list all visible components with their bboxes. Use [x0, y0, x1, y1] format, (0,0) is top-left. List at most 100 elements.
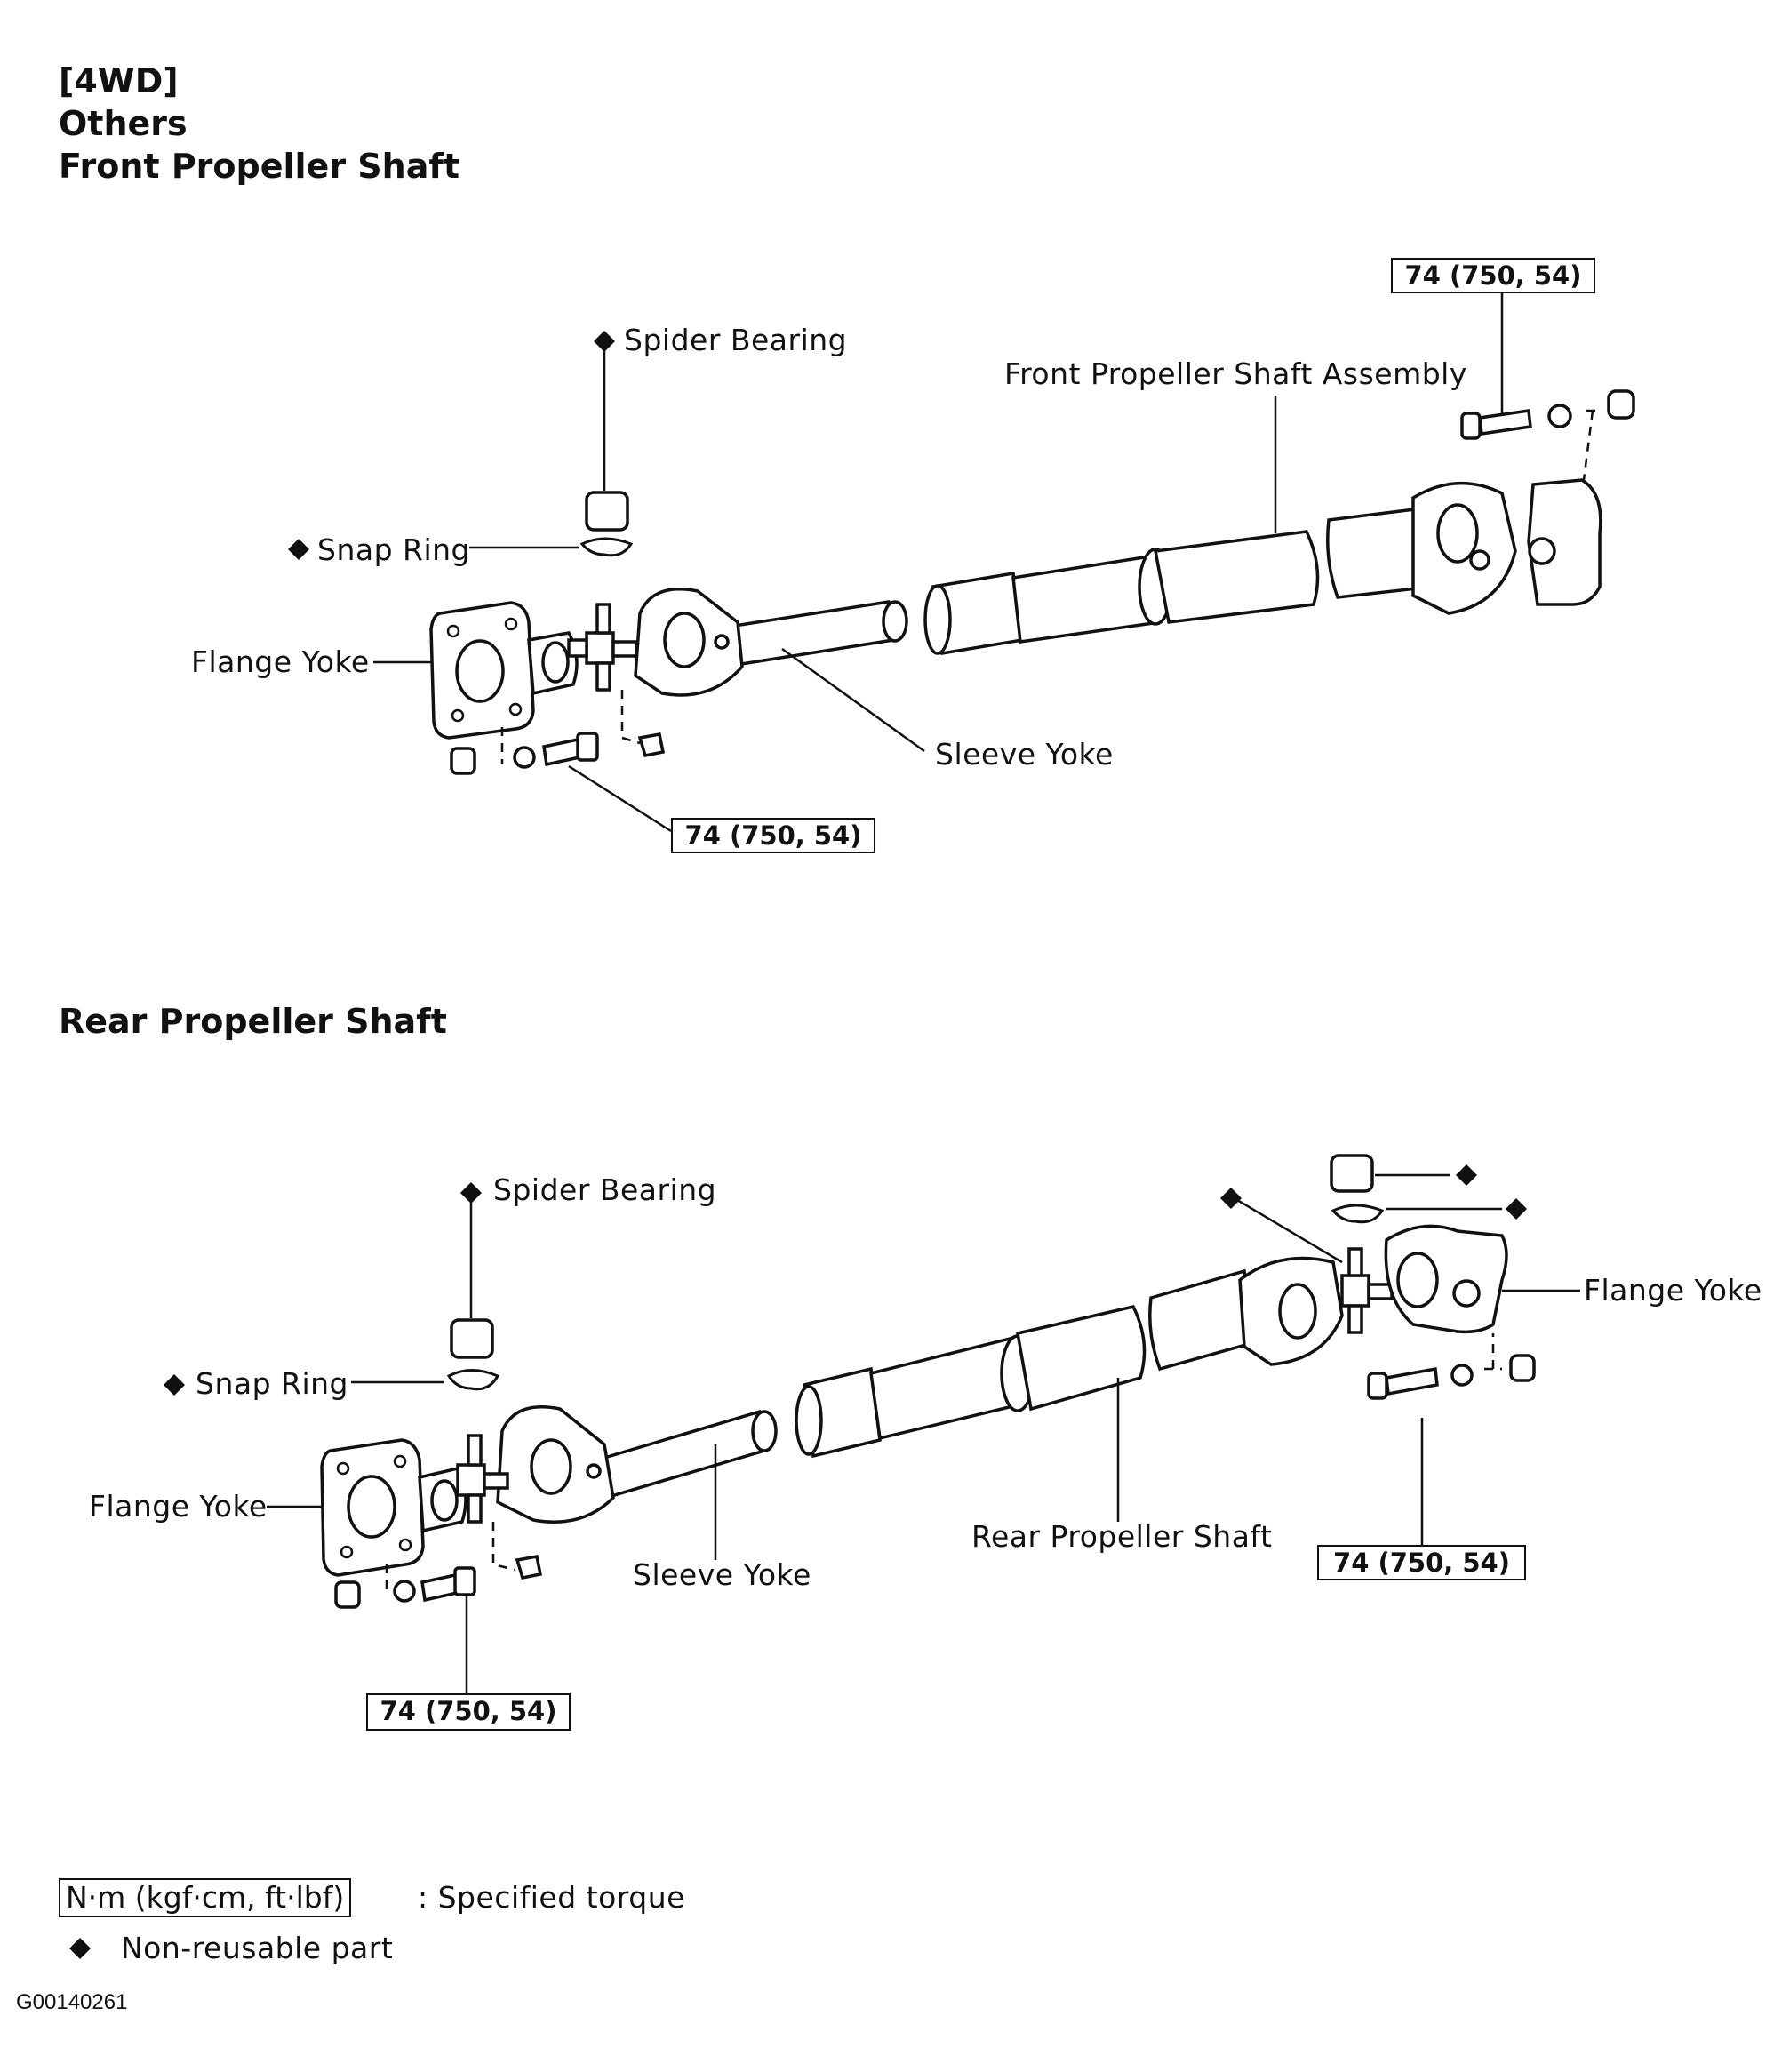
front-rear-yoke-eye: [1436, 503, 1479, 564]
front-right-flange-yoke: [1527, 478, 1602, 606]
front-snap-ring-part: [579, 537, 634, 557]
rear-sleeve-yoke-end: [751, 1410, 778, 1452]
rear-shaft-label: Rear Propeller Shaft: [971, 1519, 1273, 1554]
front-top-washer: [1547, 404, 1572, 428]
front-spider-arm-left: [567, 638, 588, 658]
front-sleeve-yoke-eye: [663, 612, 706, 668]
rear-right-spider-diamond-icon: [1220, 1188, 1242, 1209]
front-bolt-head: [576, 732, 599, 762]
rear-sleeve-yoke-eye: [530, 1438, 572, 1495]
front-sleeve-yoke-end: [882, 600, 908, 643]
rear-snap-ring-diamond-icon: [164, 1374, 185, 1396]
rear-shaft-tube: [869, 1335, 1022, 1441]
rear-spider-center: [456, 1463, 486, 1497]
front-snap-ring-label: Snap Ring: [317, 532, 470, 567]
rear-front-yoke-eye: [1278, 1283, 1317, 1340]
rear-shaft-main: [1015, 1304, 1147, 1412]
rear-grease-nipple: [515, 1554, 543, 1580]
front-flange-bolt-hole: [508, 702, 523, 716]
rear-right-spider-center: [1340, 1274, 1370, 1308]
front-grease-nipple: [637, 732, 666, 758]
rear-grease-fitting: [586, 1463, 602, 1479]
front-top-bolt-head: [1460, 412, 1482, 440]
front-nut: [450, 747, 476, 775]
front-flange-bolt-hole: [504, 617, 518, 631]
rear-spider-arm-top: [467, 1434, 483, 1467]
front-shaft-tube: [1011, 553, 1162, 644]
front-top-nut: [1607, 389, 1635, 420]
rear-right-flange-yoke-eye: [1396, 1252, 1439, 1308]
rear-bolt-head: [453, 1566, 476, 1596]
rear-right-spider-arm-top: [1347, 1247, 1363, 1277]
legend-torque-unit-box: N·m (kgf·cm, ft·lbf): [59, 1878, 352, 1917]
front-shaft-assembly-label: Front Propeller Shaft Assembly: [1004, 356, 1467, 391]
front-flange-bolt-hole: [451, 708, 465, 723]
front-spider-arm-bottom: [595, 661, 611, 692]
rear-right-spider-bearing-part: [1330, 1154, 1374, 1193]
rear-spider-bearing-label: Spider Bearing: [493, 1172, 717, 1207]
rear-flange-bolt-hole: [336, 1461, 350, 1476]
rear-right-spider-arm-bottom: [1347, 1304, 1363, 1334]
rear-left-torque-box: 74 (750, 54): [366, 1693, 571, 1731]
front-bottom-torque-box: 74 (750, 54): [671, 818, 875, 853]
rear-flange-yoke-left-label: Flange Yoke: [89, 1489, 268, 1524]
rear-right-snap-ring-part: [1331, 1204, 1385, 1224]
rear-washer: [393, 1580, 416, 1603]
rear-spider-bearing-part: [450, 1318, 494, 1359]
rear-flange-bolt-hole: [398, 1538, 412, 1552]
rear-right-torque-box: 74 (750, 54): [1317, 1545, 1526, 1580]
section-subtitle: Others: [59, 104, 188, 143]
front-spider-arm-top: [595, 603, 611, 635]
rear-flange-yoke-hole: [347, 1475, 396, 1539]
front-shaft-main: [1153, 530, 1320, 624]
front-shaft-assembly: [429, 389, 1635, 775]
front-sleeve-yoke-tube: [726, 600, 900, 667]
rear-spider-arm-bottom: [467, 1493, 483, 1524]
front-spider-center: [585, 631, 615, 665]
front-flange-yoke-hole: [455, 639, 505, 703]
section-tag: [4WD]: [59, 61, 179, 100]
front-spider-bearing-diamond-icon: [594, 331, 615, 352]
rear-right-flange-hole: [1452, 1279, 1481, 1308]
rear-nut: [334, 1580, 361, 1609]
front-flange-yoke-label: Flange Yoke: [191, 644, 370, 679]
rear-sleeve-yoke-tube: [602, 1410, 771, 1499]
front-spline-end: [923, 584, 952, 655]
rear-right-bolt-head: [1367, 1372, 1388, 1400]
rear-leader-lines: [267, 1173, 1580, 1693]
rear-snap-ring-part: [446, 1369, 500, 1391]
rear-flange-yoke-ear-hole: [430, 1479, 459, 1522]
front-shaft-main-right: [1326, 507, 1434, 599]
front-top-torque-box: 74 (750, 54): [1391, 258, 1595, 293]
rear-right-snap-ring-diamond-icon: [1506, 1198, 1527, 1220]
rear-spider-arm-right: [483, 1472, 509, 1490]
rear-flange-yoke-right-label: Flange Yoke: [1584, 1273, 1762, 1308]
front-bolt-shank: [542, 737, 581, 767]
rear-shaft-main-right: [1148, 1268, 1257, 1372]
rear-snap-ring-label: Snap Ring: [196, 1366, 348, 1401]
front-sleeve-yoke-label: Sleeve Yoke: [935, 737, 1114, 772]
rear-flange-bolt-hole: [340, 1545, 354, 1559]
front-spider-bearing-part: [585, 491, 629, 532]
front-shaft-title: Front Propeller Shaft: [59, 147, 460, 186]
legend-torque-description: : Specified torque: [418, 1880, 685, 1915]
rear-sleeve-yoke-label: Sleeve Yoke: [633, 1557, 811, 1592]
front-right-flange-hole: [1528, 537, 1556, 565]
figure-code: G00140261: [16, 1990, 128, 2014]
rear-right-nut: [1509, 1354, 1536, 1382]
rear-spider-bearing-diamond-icon: [460, 1182, 482, 1204]
front-right-spider: [1469, 549, 1490, 571]
rear-bolt-shank: [420, 1572, 459, 1603]
rear-right-washer: [1450, 1364, 1474, 1387]
front-flange-yoke-ear-hole: [541, 641, 570, 684]
front-spider-bearing-label: Spider Bearing: [624, 323, 848, 357]
front-flange-bolt-hole: [446, 624, 460, 638]
front-top-bolt-shank: [1478, 409, 1532, 436]
rear-flange-bolt-hole: [393, 1454, 407, 1468]
rear-spline-end: [795, 1385, 823, 1456]
front-spider-arm-right: [611, 640, 638, 658]
rear-right-bearing-diamond-icon: [1456, 1164, 1477, 1186]
front-leader-lines: [373, 292, 1504, 833]
legend-non-reusable-label: Non-reusable part: [121, 1931, 394, 1965]
